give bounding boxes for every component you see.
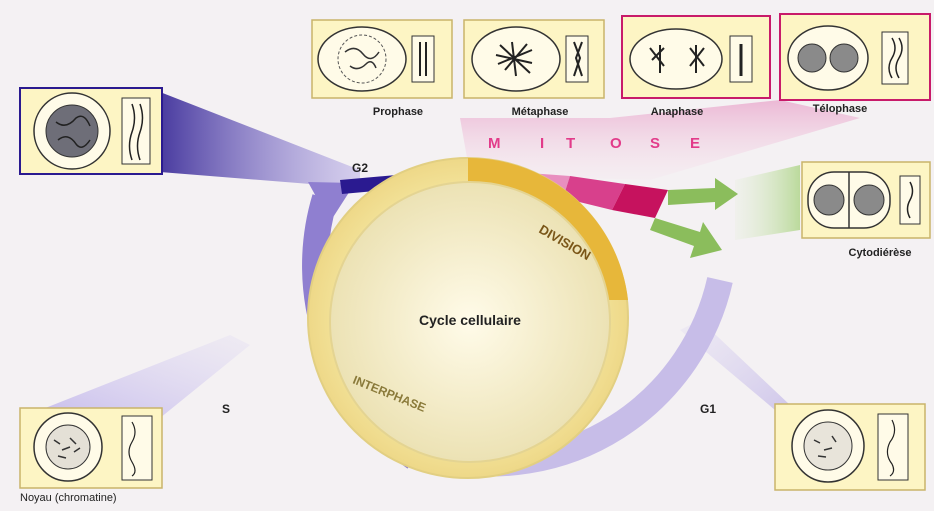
anaphase-cell bbox=[629, 28, 723, 90]
g1-label: G1 bbox=[700, 402, 716, 416]
cycle-center bbox=[329, 181, 611, 463]
g2-panel bbox=[19, 87, 163, 175]
telophase-cell bbox=[787, 25, 869, 91]
g1-panel bbox=[774, 403, 926, 491]
mitose-letter-e: E bbox=[690, 135, 700, 152]
telophase-chromosome-inset bbox=[881, 31, 909, 85]
telophase-panel bbox=[779, 13, 931, 101]
cytodierese-label: Cytodiérèse bbox=[849, 247, 912, 259]
noyau-panel bbox=[19, 407, 163, 489]
prophase-cell bbox=[317, 26, 407, 92]
mitose-letter-m: M bbox=[488, 135, 501, 152]
metaphase-label: Métaphase bbox=[512, 106, 569, 118]
mitose-letter-t: T bbox=[566, 135, 575, 152]
mitose-letter-o: O bbox=[610, 135, 622, 152]
mitose-letter-i: I bbox=[540, 135, 544, 152]
mitosis-band-telophase bbox=[612, 184, 668, 218]
g2-label: G2 bbox=[352, 161, 368, 175]
prophase-panel bbox=[311, 19, 453, 99]
cytodierese-zoom-fan bbox=[735, 165, 800, 240]
prophase-chromosome-inset bbox=[411, 35, 435, 83]
metaphase-panel bbox=[463, 19, 605, 99]
noyau-zoom-fan bbox=[20, 335, 250, 418]
g2-zoom-fan bbox=[160, 92, 360, 188]
mitose-word: M I T O S E bbox=[488, 135, 700, 152]
prophase-label: Prophase bbox=[373, 106, 423, 118]
center-label: Cycle cellulaire bbox=[419, 312, 521, 328]
s-label: S bbox=[222, 402, 230, 416]
cytodierese-arrow-upper bbox=[668, 178, 738, 210]
telophase-label: Télophase bbox=[813, 103, 867, 115]
noyau-chromosome-inset bbox=[121, 415, 153, 481]
anaphase-panel bbox=[621, 15, 771, 99]
anaphase-label: Anaphase bbox=[651, 106, 704, 118]
mitose-letter-s: S bbox=[650, 135, 660, 152]
g2-chromosome-inset bbox=[121, 97, 151, 165]
mitosis-zoom-fan bbox=[460, 100, 860, 180]
cytodierese-arrow-lower bbox=[650, 218, 722, 258]
cytodierese-panel bbox=[801, 161, 931, 239]
noyau-label: Noyau (chromatine) bbox=[20, 492, 117, 504]
